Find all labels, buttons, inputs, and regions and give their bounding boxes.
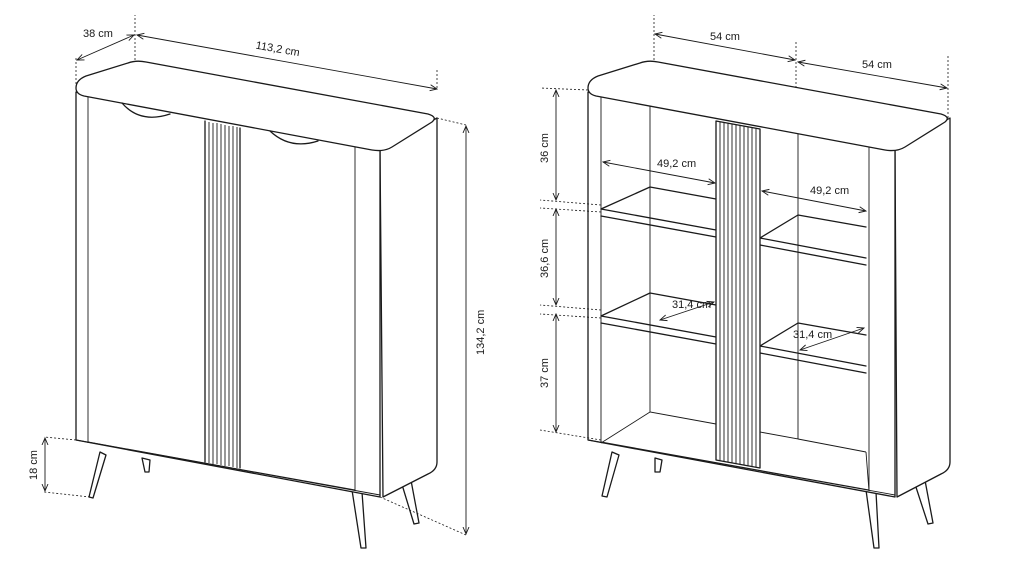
front-panel (75, 91, 381, 498)
left-shelf-depth-label: 31,4 cm (672, 299, 711, 311)
left-door-handle (121, 102, 171, 118)
depth-label: 38 cm (83, 28, 113, 40)
right-inner-width-label: 49,2 cm (810, 185, 849, 197)
right-shelf-depth-label: 31,4 cm (793, 329, 832, 341)
right-section-width-label: 54 cm (862, 59, 892, 71)
top-shelf-height-label: 36 cm (539, 133, 551, 163)
open-cabinet: 54 cm 54 cm 36 cm 36,6 cm 37 cm 49,2 cm … (539, 15, 951, 549)
shelves (600, 186, 867, 374)
fluted-panel (715, 120, 761, 469)
width-label: 113,2 cm (255, 40, 301, 60)
right-door-handle (269, 130, 319, 145)
side-panel (379, 117, 438, 498)
fluted-panel (204, 120, 241, 469)
leg-height-label: 18 cm (28, 450, 40, 480)
closed-cabinet: 38 cm 113,2 cm 134,2 cm 18 cm (28, 15, 487, 549)
bottom-shelf-height-label: 37 cm (539, 358, 551, 388)
height-label: 134,2 cm (475, 310, 487, 355)
left-inner-width-label: 49,2 cm (657, 158, 696, 170)
middle-shelf-height-label: 36,6 cm (539, 239, 551, 278)
left-section-width-label: 54 cm (710, 31, 740, 43)
